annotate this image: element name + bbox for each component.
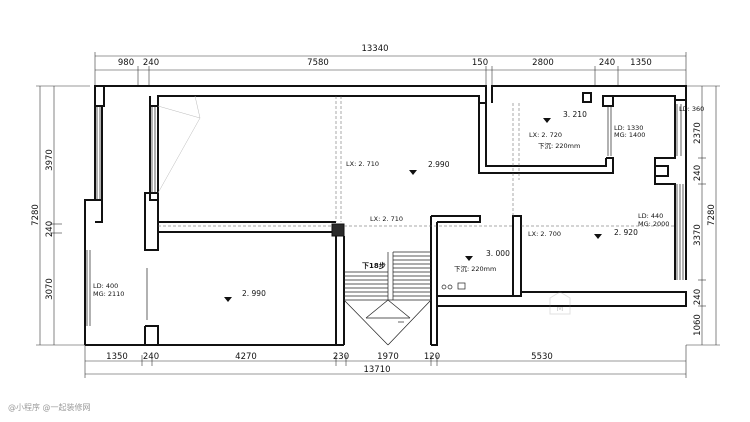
left-outer-dim: 7280 xyxy=(31,204,41,226)
level-triangle-main xyxy=(409,170,417,175)
watermark-logo: M xyxy=(549,291,571,315)
bottom-dim-0: 1350 xyxy=(106,352,128,362)
main-lx: LX: 2. 710 xyxy=(346,160,379,168)
top-dim-5: 240 xyxy=(599,58,615,68)
right-window-ld: LD: 440 xyxy=(638,212,663,220)
left-dim-2: 3070 xyxy=(45,278,55,300)
main-level: 2.990 xyxy=(428,160,450,169)
corridor-lx: LX: 2. 710 xyxy=(370,215,403,223)
left-window-ld: LD: 400 xyxy=(93,282,118,290)
top-right-sunken: 下沉: 220mm xyxy=(538,142,580,150)
opening-annotations: LD: 400 MG: 2110 LD: 1330 MG: 1400 LD: 4… xyxy=(93,105,704,298)
bottom-dim-4: 1970 xyxy=(377,352,399,362)
staircase: 下18步 xyxy=(343,251,432,346)
bath-fixtures xyxy=(441,282,466,290)
top-dim-3: 150 xyxy=(472,58,488,68)
bottom-dim-2: 4270 xyxy=(235,352,257,362)
top-right-corner-ld: LD: 360 xyxy=(679,105,704,113)
stairs-label: 下18步 xyxy=(362,261,386,270)
top-dim-0: 980 xyxy=(118,58,134,68)
right-level: 2. 920 xyxy=(614,228,638,237)
bottom-dim-3: 230 xyxy=(333,352,349,362)
top-total-dim: 13340 xyxy=(361,44,388,54)
reference-lines xyxy=(157,95,675,227)
top-dim-4: 2800 xyxy=(532,58,554,68)
right-dim-1: 240 xyxy=(693,165,703,181)
watermark: @小程序 @一起装修网 xyxy=(8,402,91,412)
bottom-dim-6: 5530 xyxy=(531,352,553,362)
walls xyxy=(84,85,687,346)
bath-level: 3. 000 xyxy=(486,249,510,258)
level-triangle-left-bottom xyxy=(224,297,232,302)
svg-text:M: M xyxy=(557,304,564,313)
left-bottom-level: 2. 990 xyxy=(242,289,266,298)
bath-sunken: 下沉: 220mm xyxy=(454,265,496,273)
level-triangle-bath xyxy=(465,256,473,261)
room-annotations: 2.990 LX: 2. 710 LX: 2. 710 3. 210 LX: 2… xyxy=(242,110,638,298)
right-dimension-chain: 2370 240 3370 240 1060 7280 xyxy=(686,85,720,346)
bottom-dim-1: 240 xyxy=(143,352,159,362)
right-dim-0: 2370 xyxy=(693,122,703,144)
level-markers xyxy=(224,118,602,302)
right-outer-dim: 7280 xyxy=(707,204,717,226)
top-dim-1: 240 xyxy=(143,58,159,68)
top-dim-6: 1350 xyxy=(630,58,652,68)
level-triangle-right xyxy=(594,234,602,239)
right-window-mg: MG: 2000 xyxy=(638,220,669,228)
bottom-dimension-chain: 1350 240 4270 230 1970 120 5530 13710 xyxy=(84,345,687,378)
level-triangle-top-right xyxy=(543,118,551,123)
top-dimension-chain: 13340 980 240 7580 150 2800 240 1350 xyxy=(94,44,687,86)
top-right-window-ld: LD: 1330 xyxy=(614,124,643,132)
right-dim-4: 1060 xyxy=(693,314,703,336)
left-dim-0: 3970 xyxy=(45,149,55,171)
left-dimension-chain: 7280 3970 240 3070 xyxy=(31,85,90,346)
left-window-mg: MG: 2110 xyxy=(93,290,124,298)
top-dim-2: 7580 xyxy=(307,58,329,68)
right-lx: LX: 2. 700 xyxy=(528,230,561,238)
top-right-window-mg: MG: 1400 xyxy=(614,131,645,139)
right-dim-3: 240 xyxy=(693,289,703,305)
right-dim-2: 3370 xyxy=(693,224,703,246)
bottom-total-dim: 13710 xyxy=(363,365,390,375)
left-dim-1: 240 xyxy=(45,221,55,237)
windows xyxy=(86,104,684,326)
bottom-dim-5: 120 xyxy=(424,352,440,362)
top-right-lx: LX: 2. 720 xyxy=(529,131,562,139)
top-right-level: 3. 210 xyxy=(563,110,587,119)
